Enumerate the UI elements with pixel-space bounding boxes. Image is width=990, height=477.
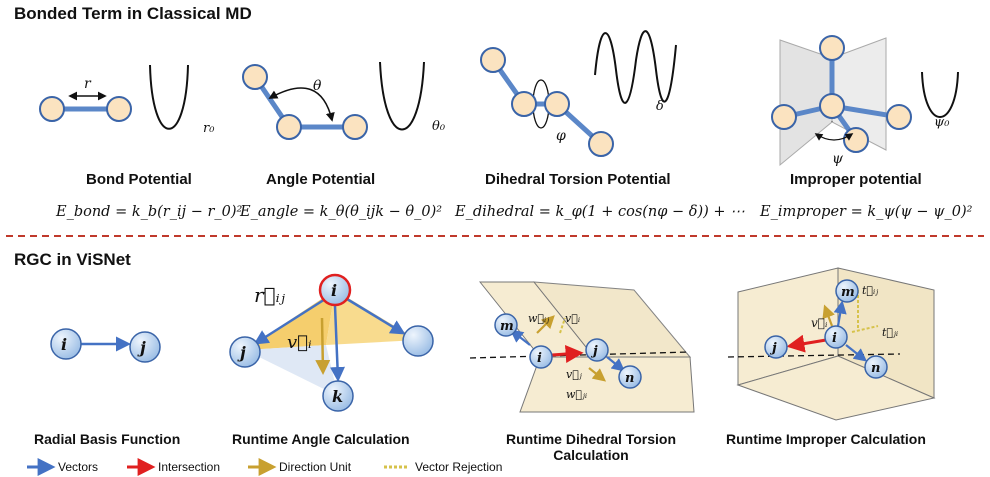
runtime-dihedral-label: Runtime Dihedral Torsion Calculation [505, 431, 677, 463]
legend-label: Vector Rejection [415, 460, 502, 474]
bond-potential-label: Bond Potential [86, 171, 192, 188]
atom [342, 114, 368, 140]
atom [819, 93, 845, 119]
node-i [318, 273, 352, 307]
runtime-improper-panel: m i j n v⃗ᵢ t⃗ᵢⱼ t⃗ⱼᵢ [727, 267, 936, 421]
node-n [864, 355, 888, 379]
dihedral-angle-symbol: φ [556, 128, 566, 144]
atom [511, 91, 537, 117]
node-n [618, 365, 642, 389]
w-ji-vector-label: w⃗ⱼᵢ [566, 388, 587, 401]
t-ij-vector-label: t⃗ᵢⱼ [862, 284, 878, 297]
runtime-angle-label: Runtime Angle Calculation [232, 431, 410, 447]
radial-basis-label: Radial Basis Function [34, 431, 181, 447]
node-i-label: i [61, 335, 67, 354]
angle-potential-curve [379, 61, 425, 131]
runtime-dihedral-panel: m i j n w⃗ᵢⱼ v⃗ᵢ v⃗ⱼ w⃗ⱼᵢ [469, 281, 695, 413]
runtime-angle-panel: i j k r⃗ᵢⱼ v⃗ᵢ [229, 273, 434, 412]
dihedral-equation: E_dihedral = k_φ(1 + cos(nφ − δ)) + ⋯ [455, 204, 745, 220]
atom [819, 35, 845, 61]
node-i-label: i [832, 331, 837, 346]
improper-panel: ψ ψ₀ [771, 35, 959, 167]
node-i-label: i [331, 281, 337, 300]
legend-label: Vectors [58, 460, 98, 474]
node-j-label: j [590, 344, 598, 359]
r-ij-vector-label: r⃗ᵢⱼ [254, 283, 286, 307]
node-n-label: n [871, 361, 880, 376]
bond-potential-curve [149, 64, 189, 130]
node-i [50, 328, 82, 360]
v-i-vector-label: v⃗ᵢ [287, 332, 312, 353]
node-i [529, 345, 553, 369]
angle-panel: θ θ₀ [242, 61, 446, 140]
runtime-improper-label: Runtime Improper Calculation [726, 431, 926, 447]
legend-label: Direction Unit [279, 460, 352, 474]
dihedral-panel: φ δ [480, 30, 677, 157]
bond-length-symbol: r [84, 76, 92, 92]
angle-symbol: θ [313, 78, 322, 94]
atom [480, 47, 506, 73]
improper-angle-symbol: ψ [832, 151, 844, 167]
node-j [229, 336, 261, 368]
improper-potential-label: Improper potential [790, 171, 922, 188]
legend: Vectors Intersection Direction Unit Vect… [27, 458, 502, 476]
t-ji-vector-label: t⃗ⱼᵢ [882, 326, 898, 339]
node-k [322, 380, 354, 412]
atom [771, 104, 797, 130]
node-m-label: m [500, 319, 514, 334]
node-i [824, 325, 848, 349]
atom [588, 131, 614, 157]
node-m-label: m [841, 285, 855, 300]
dihedral-potential-label: Dihedral Torsion Potential [485, 171, 671, 188]
node-neighbor [402, 325, 434, 357]
dihedral-phase-symbol: δ [656, 99, 664, 114]
angle-reference-symbol: θ₀ [432, 119, 446, 134]
improper-potential-curve [921, 71, 959, 118]
bond-reference-symbol: r₀ [203, 121, 215, 136]
atom [544, 91, 570, 117]
v-i-vector-label: v⃗ᵢ [811, 316, 828, 330]
w-ij-vector-label: w⃗ᵢⱼ [528, 312, 549, 325]
top-section-title: Bonded Term in Classical MD [14, 4, 252, 23]
node-n-label: n [625, 371, 634, 386]
angle-equation: E_angle = k_θ(θ_ijk − θ_0)² [240, 204, 443, 220]
atom [39, 96, 65, 122]
atom [106, 96, 132, 122]
legend-label: Intersection [158, 460, 220, 474]
node-k-label: k [332, 387, 343, 406]
node-j [585, 338, 609, 362]
angle-potential-label: Angle Potential [266, 171, 376, 188]
node-j [129, 331, 161, 363]
radial-basis-panel: i j [50, 328, 161, 363]
atom [886, 104, 912, 130]
node-m [494, 313, 518, 337]
v-i-vector-label: v⃗ᵢ [565, 312, 580, 325]
node-j-label: j [237, 343, 246, 362]
improper-reference-symbol: ψ₀ [934, 115, 950, 130]
node-j-label: j [137, 338, 146, 357]
atom [242, 64, 268, 90]
bond-panel: r r₀ [39, 64, 215, 136]
dihedral-potential-curve [594, 30, 677, 104]
atom [843, 127, 869, 153]
v-j-vector-label: v⃗ⱼ [566, 368, 582, 381]
node-j [764, 335, 788, 359]
atom [276, 114, 302, 140]
improper-equation: E_improper = k_ψ(ψ − ψ_0)² [760, 204, 973, 220]
bond-equation: E_bond = k_b(r_ij − r_0)² [56, 204, 243, 220]
node-m [835, 279, 859, 303]
bottom-section-title: RGC in ViSNet [14, 250, 131, 269]
node-i-label: i [537, 351, 542, 366]
node-j-label: j [769, 341, 777, 356]
